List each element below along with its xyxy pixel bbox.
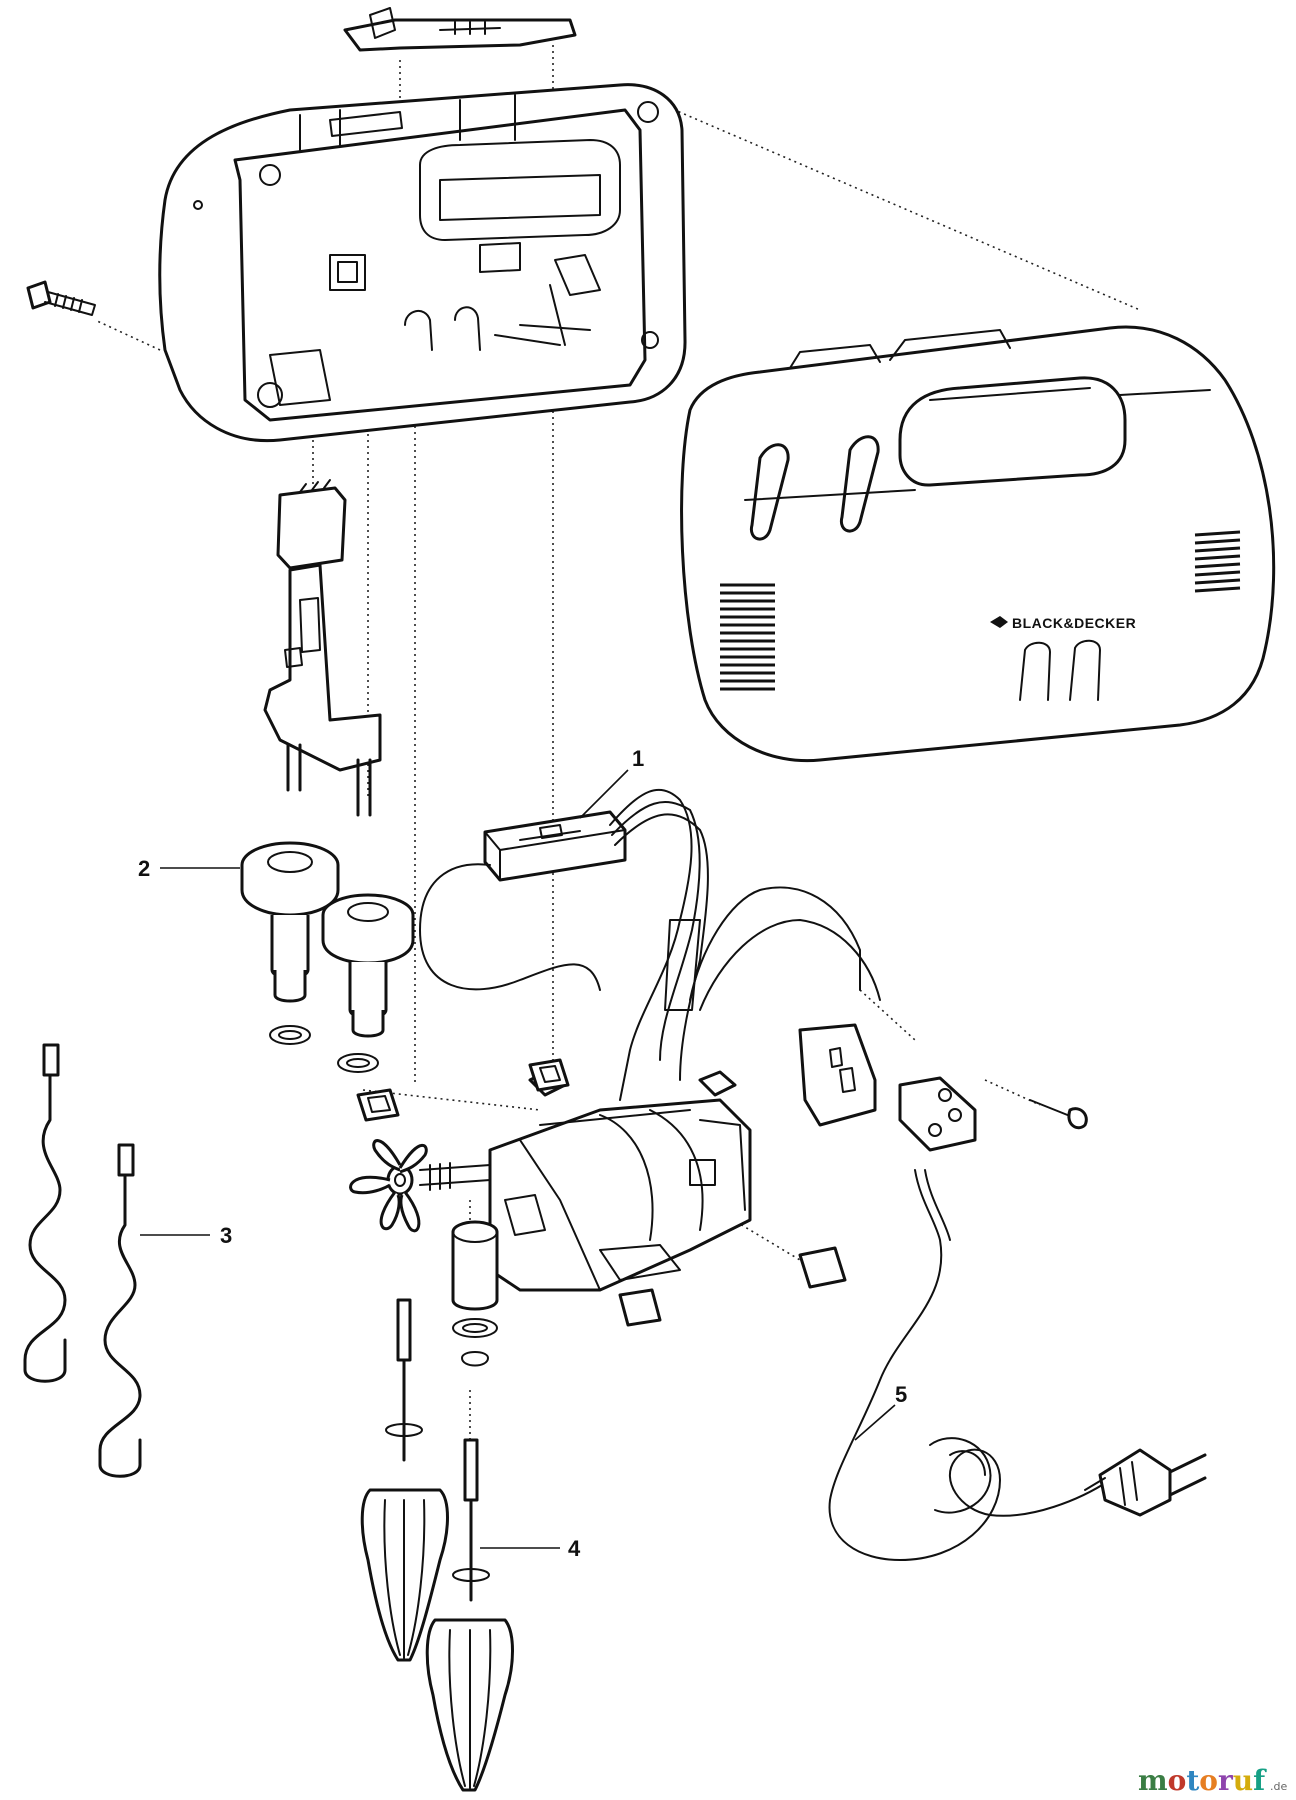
wm-letter: t <box>1186 1764 1199 1797</box>
wm-letter: u <box>1233 1764 1253 1797</box>
gear-upper <box>240 841 340 1045</box>
wm-letter: f <box>1253 1764 1267 1797</box>
switch-slider-bracket <box>263 479 382 817</box>
terminal-block <box>898 1076 977 1152</box>
wiring <box>419 788 881 1101</box>
wm-letter: r <box>1218 1764 1234 1797</box>
housing-screw <box>26 280 96 316</box>
part-callouts: 1 2 3 4 5 <box>138 746 907 1561</box>
part-number-5: 5 <box>895 1382 907 1407</box>
motoruf-watermark: motoruf .de <box>1138 1764 1287 1797</box>
wm-letter: o <box>1199 1764 1218 1797</box>
vent-slots-left <box>720 583 775 691</box>
brand-logo-icon <box>990 616 1008 628</box>
beater-left <box>360 1298 449 1662</box>
part-number-2: 2 <box>138 856 150 881</box>
part-number-4: 4 <box>568 1536 581 1561</box>
wm-letter: o <box>1168 1764 1187 1797</box>
rubber-mounts <box>356 1058 847 1327</box>
part-number-3: 3 <box>220 1223 232 1248</box>
cord-clamp <box>798 1023 877 1127</box>
slider-switch-cover <box>343 7 577 52</box>
front-housing-half: BLACK&DECKER <box>680 325 1276 763</box>
beater-right <box>425 1438 514 1792</box>
terminal-screw <box>1029 1099 1088 1130</box>
rear-housing-half <box>158 83 687 443</box>
watermark-suffix: .de <box>1270 1780 1287 1793</box>
svg-text:motoruf: motoruf <box>1138 1764 1267 1797</box>
motor-assembly <box>349 1068 752 1292</box>
vent-slots-right <box>1194 530 1241 593</box>
power-plug <box>1084 1448 1207 1517</box>
capacitor <box>451 1220 499 1367</box>
wm-letter: m <box>1138 1764 1168 1797</box>
speed-switch <box>483 810 627 882</box>
part-number-1: 1 <box>632 746 644 771</box>
power-cord <box>828 1169 1111 1561</box>
dough-hooks <box>23 1043 142 1478</box>
gear-lower <box>321 893 415 1073</box>
brand-label: BLACK&DECKER <box>1012 615 1136 631</box>
